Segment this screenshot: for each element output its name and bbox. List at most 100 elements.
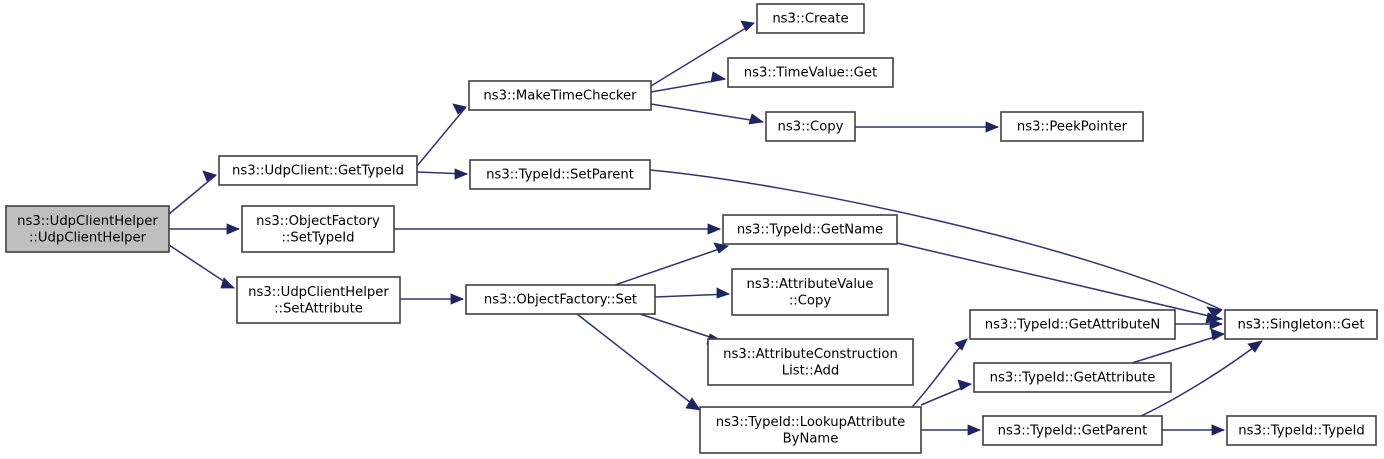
edge-arrowhead-icon bbox=[1209, 318, 1224, 330]
node-box[interactable] bbox=[727, 57, 894, 88]
node-label: ns3::UdpClient::GetTypeId bbox=[232, 164, 404, 179]
edge-line bbox=[576, 313, 701, 411]
node-label: ns3::Create bbox=[772, 12, 848, 27]
graph-edge bbox=[1140, 340, 1263, 417]
edge-arrowhead-icon bbox=[685, 397, 701, 411]
edge-arrowhead-icon bbox=[202, 170, 217, 182]
node-box[interactable] bbox=[465, 284, 656, 315]
edge-arrowhead-icon bbox=[1206, 306, 1223, 318]
graph-edge bbox=[1162, 424, 1226, 436]
graph-node-typeIdGetAttribute[interactable]: ns3::TypeId::GetAttribute bbox=[973, 362, 1172, 393]
edge-arrowhead-icon bbox=[967, 424, 982, 436]
node-box[interactable] bbox=[707, 338, 914, 386]
node-box[interactable] bbox=[241, 205, 395, 253]
edge-arrowhead-icon bbox=[1247, 340, 1263, 353]
edge-line bbox=[896, 242, 1223, 320]
node-box[interactable] bbox=[236, 276, 401, 324]
edge-arrowhead-icon bbox=[1210, 328, 1225, 341]
graph-node-typeIdSetParent[interactable]: ns3::TypeId::SetParent bbox=[469, 159, 651, 190]
graph-node-copy[interactable]: ns3::Copy bbox=[765, 111, 856, 142]
node-label: ns3::TypeId::SetParent bbox=[486, 168, 634, 183]
graph-node-singletonGet[interactable]: ns3::Singleton::Get bbox=[1224, 309, 1378, 340]
node-label: ns3::AttributeConstruction bbox=[723, 347, 898, 362]
node-label: ns3::PeekPointer bbox=[1017, 120, 1128, 135]
graph-node-objectFactorySet[interactable]: ns3::ObjectFactory::Set bbox=[465, 284, 656, 315]
edge-line bbox=[639, 313, 723, 342]
edge-line bbox=[416, 106, 467, 167]
node-label: ::Copy bbox=[789, 293, 832, 308]
graph-node-timeValueGet[interactable]: ns3::TimeValue::Get bbox=[727, 57, 894, 88]
edge-arrowhead-icon bbox=[713, 242, 729, 254]
graph-node-udpClientHelperSetAttribute[interactable]: ns3::UdpClientHelper::SetAttribute bbox=[236, 276, 401, 324]
edge-arrowhead-icon bbox=[707, 223, 722, 235]
node-label: ns3::TypeId::GetName bbox=[737, 223, 883, 238]
node-label: ns3::UdpClientHelper bbox=[17, 214, 158, 229]
graph-edge bbox=[1175, 318, 1224, 330]
node-box[interactable] bbox=[756, 3, 865, 34]
graph-edge bbox=[394, 223, 722, 235]
graph-node-makeTimeChecker[interactable]: ns3::MakeTimeChecker bbox=[468, 80, 652, 111]
graph-edge bbox=[650, 20, 755, 87]
graph-edge bbox=[614, 242, 729, 286]
edge-arrowhead-icon bbox=[452, 103, 467, 115]
graph-node-udpClientHelperCtor[interactable]: ns3::UdpClientHelper::UdpClientHelper bbox=[5, 205, 170, 253]
graph-edge bbox=[168, 170, 217, 215]
graph-node-udpClientGetTypeId[interactable]: ns3::UdpClient::GetTypeId bbox=[218, 155, 418, 186]
edge-line bbox=[1140, 340, 1263, 417]
node-box[interactable] bbox=[722, 214, 898, 245]
node-label: ns3::TypeId::GetParent bbox=[998, 424, 1148, 439]
graph-node-create[interactable]: ns3::Create bbox=[756, 3, 865, 34]
node-layer: ns3::UdpClientHelper::UdpClientHelperns3… bbox=[5, 3, 1378, 454]
edge-arrowhead-icon bbox=[957, 379, 972, 391]
graph-edge bbox=[911, 338, 968, 408]
node-box[interactable] bbox=[5, 205, 170, 253]
edge-arrowhead-icon bbox=[748, 113, 765, 125]
node-box[interactable] bbox=[1226, 415, 1377, 446]
node-box[interactable] bbox=[1000, 111, 1144, 142]
node-label: ns3::UdpClientHelper bbox=[248, 285, 389, 300]
node-box[interactable] bbox=[731, 268, 889, 316]
graph-edge bbox=[921, 424, 982, 436]
edge-line bbox=[1131, 333, 1225, 364]
node-label: ::UdpClientHelper bbox=[29, 230, 147, 245]
graph-edge bbox=[649, 169, 1223, 318]
node-box[interactable] bbox=[982, 415, 1163, 446]
graph-node-typeIdGetName[interactable]: ns3::TypeId::GetName bbox=[722, 214, 898, 245]
graph-edge bbox=[654, 287, 731, 299]
graph-edge bbox=[650, 71, 727, 93]
graph-node-attributeValueCopy[interactable]: ns3::AttributeValue::Copy bbox=[731, 268, 889, 316]
node-box[interactable] bbox=[1224, 309, 1378, 340]
graph-node-peekPointer[interactable]: ns3::PeekPointer bbox=[1000, 111, 1144, 142]
graph-node-objectFactorySetTypeId[interactable]: ns3::ObjectFactory::SetTypeId bbox=[241, 205, 395, 253]
edge-arrowhead-icon bbox=[740, 20, 755, 32]
node-label: ns3::MakeTimeChecker bbox=[483, 89, 637, 104]
node-label: ByName bbox=[783, 431, 839, 446]
node-box[interactable] bbox=[469, 159, 651, 190]
edge-line bbox=[650, 103, 764, 123]
graph-node-typeIdGetParent[interactable]: ns3::TypeId::GetParent bbox=[982, 415, 1163, 446]
node-box[interactable] bbox=[973, 362, 1172, 393]
node-box[interactable] bbox=[468, 80, 652, 111]
graph-edge bbox=[1131, 328, 1225, 364]
graph-edge bbox=[920, 379, 972, 406]
node-label: ns3::TypeId::GetAttribute bbox=[990, 371, 1156, 386]
node-label: List::Add bbox=[782, 363, 839, 378]
node-box[interactable] bbox=[765, 111, 856, 142]
edge-arrowhead-icon bbox=[1211, 424, 1226, 436]
graph-edge bbox=[576, 313, 701, 411]
node-label: ns3::ObjectFactory::Set bbox=[484, 293, 637, 308]
node-box[interactable] bbox=[969, 309, 1176, 340]
edge-arrowhead-icon bbox=[716, 287, 731, 299]
node-box[interactable] bbox=[218, 155, 418, 186]
graph-node-typeIdTypeId[interactable]: ns3::TypeId::TypeId bbox=[1226, 415, 1377, 446]
node-label: ns3::Copy bbox=[778, 120, 844, 135]
graph-edge bbox=[169, 223, 241, 235]
node-label: ns3::TypeId::TypeId bbox=[1238, 424, 1365, 439]
edge-arrowhead-icon bbox=[985, 121, 1000, 133]
graph-node-typeIdGetAttributeN[interactable]: ns3::TypeId::GetAttributeN bbox=[969, 309, 1176, 340]
node-box[interactable] bbox=[699, 406, 922, 454]
